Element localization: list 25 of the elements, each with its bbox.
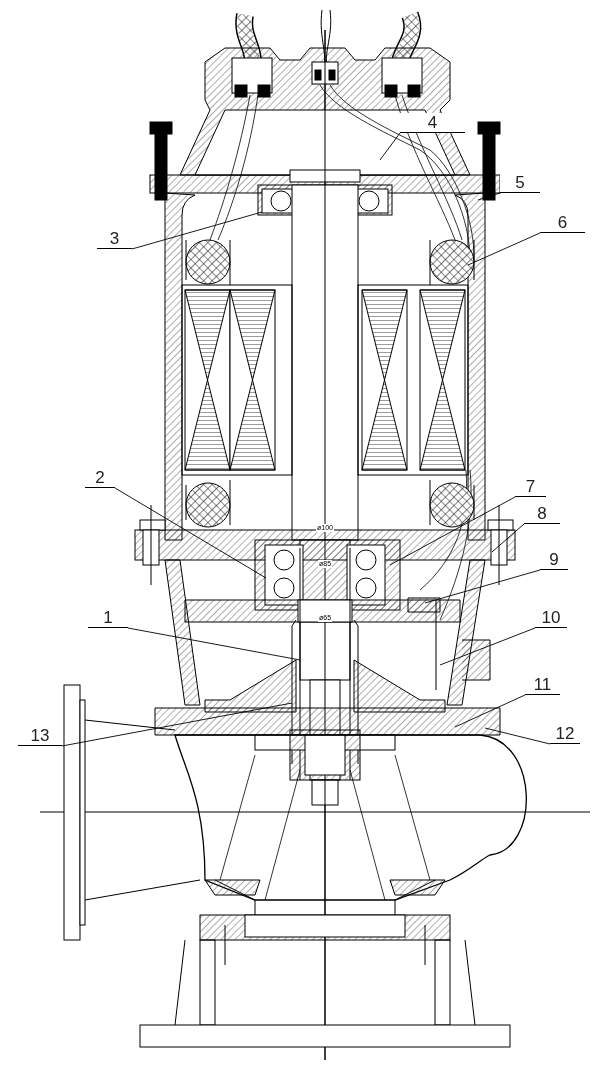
callout-number: 1 [88, 608, 128, 628]
leader-line [379, 132, 401, 161]
leader-line [131, 211, 263, 250]
callout-number: 4 [400, 113, 465, 133]
leader-line [61, 702, 293, 747]
callout-number: 7 [515, 477, 546, 497]
callout-number: 13 [18, 726, 62, 746]
leader-line [389, 496, 516, 566]
callout-number: 9 [540, 550, 568, 570]
leader-line [454, 694, 526, 728]
leader-line [114, 487, 267, 579]
callout-number: 8 [524, 504, 560, 524]
callout-number: 11 [525, 675, 560, 695]
leader-line [439, 627, 536, 666]
callout-number: 12 [550, 724, 580, 744]
leader-line [477, 192, 501, 201]
leader-line [424, 569, 541, 604]
leader-line [484, 727, 551, 745]
leader-line [127, 627, 301, 661]
callout-number: 5 [500, 173, 540, 193]
leader-line [467, 232, 541, 266]
callout-number: 6 [540, 213, 585, 233]
callout-number: 10 [535, 608, 567, 628]
callout-number: 2 [85, 468, 115, 488]
callout-number: 3 [97, 229, 132, 249]
